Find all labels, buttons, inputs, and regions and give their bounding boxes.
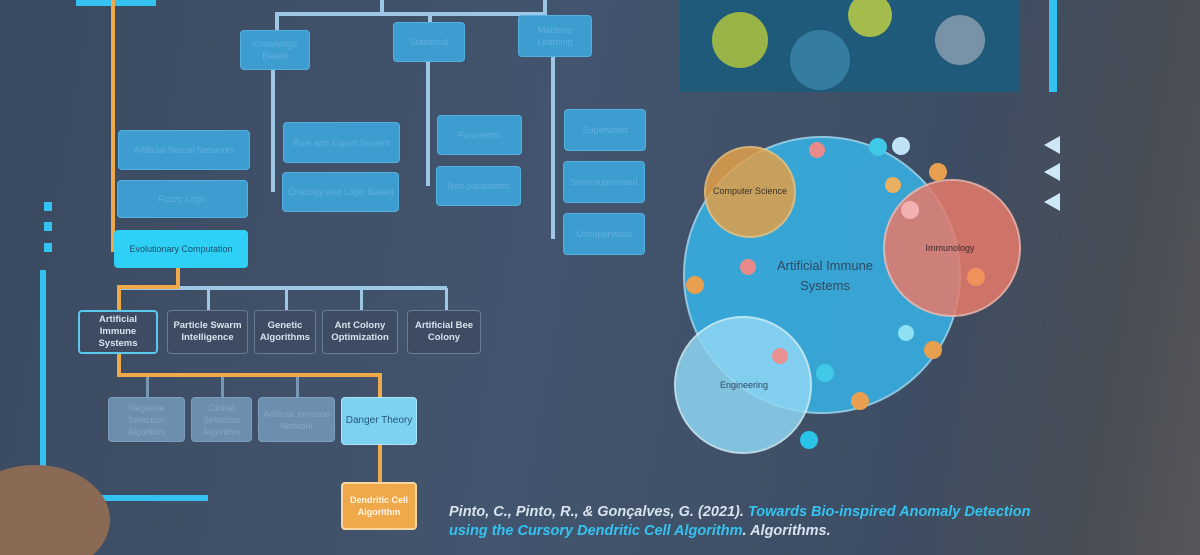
node-ann: Artificial Neural Networks bbox=[118, 130, 250, 170]
node-dendritic-cell-algorithm: Dendritic Cell Algorithm bbox=[341, 482, 417, 530]
node-ais: Artificial Immune Systems bbox=[78, 310, 158, 354]
node-semi-supervised: Semi-supervised bbox=[563, 161, 645, 203]
node-rule-expert: Rule and Expert System bbox=[283, 122, 400, 163]
node-clonal-selection: Clonal Selection Algorithm bbox=[191, 397, 252, 442]
node-machine-learning: Machine Learning bbox=[518, 15, 592, 57]
venn-label-ais: Artificial Immune Systems bbox=[776, 258, 874, 293]
node-negative-selection: Negative Selection Algorithm bbox=[108, 397, 185, 442]
venn-label-immunology: Immunology bbox=[925, 243, 975, 253]
node-statistical: Statistical bbox=[393, 22, 465, 62]
node-psi: Particle Swarm Intelligence bbox=[167, 310, 248, 354]
venn-label-engineering: Engineering bbox=[719, 380, 769, 390]
node-fuzzy-logic: Fuzzy Logic bbox=[117, 180, 248, 218]
virus-image-detail bbox=[712, 12, 768, 68]
node-genetic-algorithms: Genetic Algorithms bbox=[254, 310, 316, 354]
citation-title: Towards Bio-inspired Anomaly Detection u… bbox=[449, 504, 1031, 539]
decor-bar bbox=[1049, 0, 1057, 92]
node-evolutionary-computation: Evolutionary Computation bbox=[114, 230, 248, 268]
virus-image-detail bbox=[935, 15, 985, 65]
triangle-icon bbox=[1044, 136, 1060, 154]
citation-authors: Pinto, C., Pinto, R., & Gonçalves, G. (2… bbox=[449, 504, 744, 520]
triangle-icon bbox=[1044, 193, 1060, 211]
citation: Pinto, C., Pinto, R., & Gonçalves, G. (2… bbox=[449, 504, 1031, 539]
decor-square bbox=[44, 222, 52, 231]
virus-image-detail bbox=[848, 0, 892, 37]
node-ant-colony: Ant Colony Optimization bbox=[322, 310, 398, 354]
decor-bar bbox=[55, 495, 208, 501]
node-knowledge-based: Knowledge Based bbox=[240, 30, 310, 70]
node-supervised: Supervised bbox=[564, 109, 646, 151]
virus-image-detail bbox=[790, 30, 850, 90]
venn-label-cs: Computer Science bbox=[712, 186, 788, 196]
decor-bar bbox=[40, 270, 46, 492]
citation-journal: Algorithms. bbox=[750, 523, 831, 539]
node-immune-network: Artificial Immune Network bbox=[258, 397, 335, 442]
node-unsupervised: Unsupervised bbox=[563, 213, 645, 255]
decor-bar bbox=[76, 0, 156, 6]
audience-hand bbox=[0, 465, 110, 555]
decor-square bbox=[44, 202, 52, 211]
node-parametric: Parametric bbox=[437, 115, 522, 155]
venn-dots bbox=[686, 137, 985, 449]
decor-square bbox=[44, 243, 52, 252]
node-danger-theory: Danger Theory bbox=[341, 397, 417, 445]
triangle-icon bbox=[1044, 163, 1060, 181]
node-non-parametric: Non-parametric bbox=[436, 166, 521, 206]
venn-cs-circle bbox=[704, 146, 796, 238]
node-artificial-bee-colony: Artificial Bee Colony bbox=[407, 310, 481, 354]
node-ontology-logic: Ontology and Logic Based bbox=[282, 172, 399, 212]
